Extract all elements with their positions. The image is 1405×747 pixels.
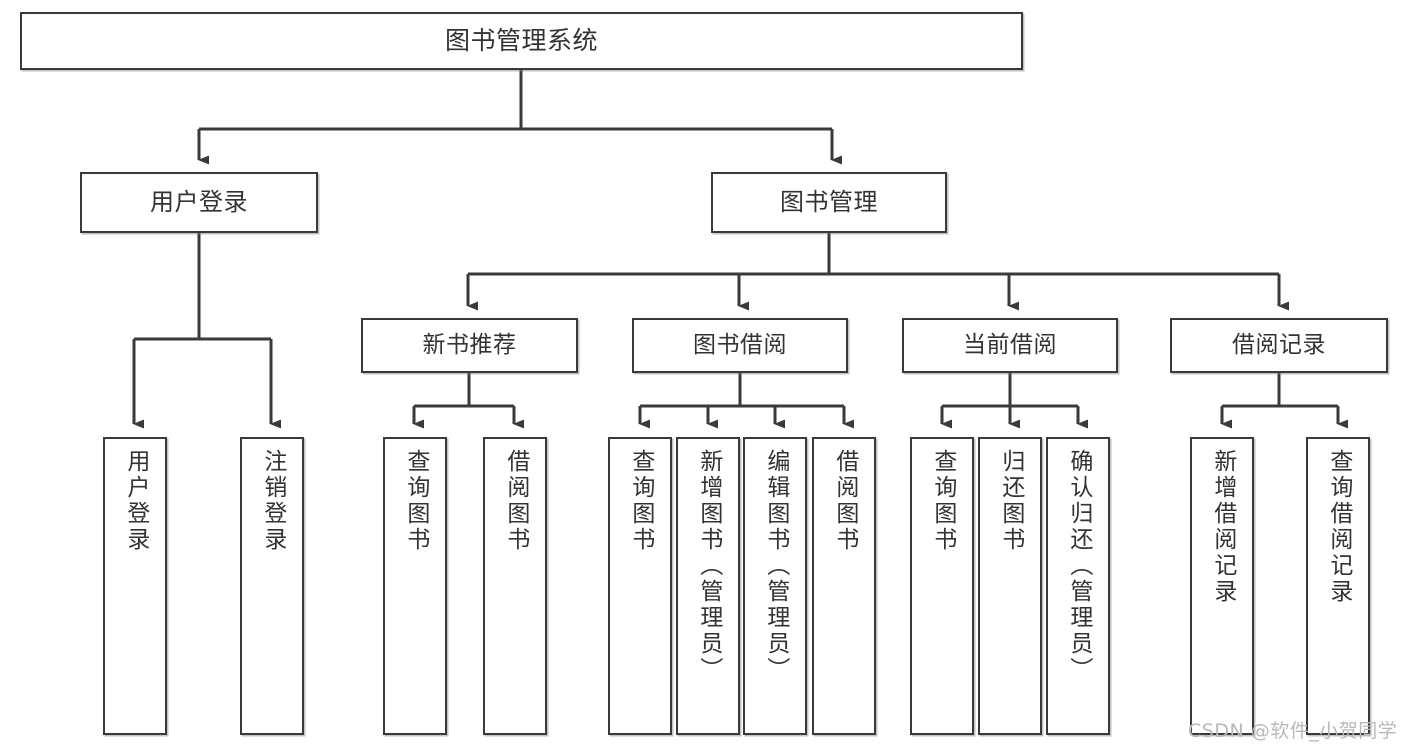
node-book-management[interactable]: 图书管理 (711, 172, 947, 233)
leaf-borrow-edit-book-admin[interactable]: 编辑图书（管理员） (743, 437, 807, 735)
node-root-system[interactable]: 图书管理系统 (20, 12, 1023, 70)
node-label: 编辑图书（管理员） (762, 449, 789, 683)
node-label: 图书管理系统 (444, 25, 598, 55)
node-label: 新增图书（管理员） (695, 449, 722, 683)
node-book-borrow[interactable]: 图书借阅 (632, 318, 848, 373)
leaf-borrow-add-book-admin[interactable]: 新增图书（管理员） (676, 437, 740, 735)
leaf-current-return-book[interactable]: 归还图书 (978, 437, 1042, 735)
node-label: 查询图书 (929, 449, 956, 553)
node-label: 查询图书 (627, 449, 654, 553)
leaf-borrow-borrow-book[interactable]: 借阅图书 (812, 437, 876, 735)
node-label: 当前借阅 (963, 332, 1057, 359)
node-current-borrow[interactable]: 当前借阅 (902, 318, 1118, 373)
node-label: 查询图书 (402, 449, 429, 553)
leaf-record-query-record[interactable]: 查询借阅记录 (1306, 437, 1370, 735)
node-new-book-recommend[interactable]: 新书推荐 (361, 318, 578, 373)
node-label: 用户登录 (150, 187, 248, 216)
node-label: 借阅图书 (831, 449, 858, 553)
node-label: 借阅记录 (1232, 332, 1326, 359)
node-label: 注销登录 (259, 449, 286, 553)
node-label: 图书借阅 (693, 332, 787, 359)
node-label: 借阅图书 (502, 449, 529, 553)
leaf-record-add-record[interactable]: 新增借阅记录 (1190, 437, 1254, 735)
leaf-recommend-query-book[interactable]: 查询图书 (383, 437, 447, 735)
leaf-current-query-book[interactable]: 查询图书 (910, 437, 974, 735)
leaf-user-login-login[interactable]: 用户登录 (103, 437, 167, 735)
node-label: 新增借阅记录 (1209, 449, 1236, 605)
csdn-watermark: CSDN @软件_小贺同学 (1188, 720, 1398, 742)
node-label: 图书管理 (780, 187, 878, 216)
node-borrow-record[interactable]: 借阅记录 (1170, 318, 1388, 373)
leaf-borrow-query-book[interactable]: 查询图书 (608, 437, 672, 735)
node-user-login[interactable]: 用户登录 (80, 172, 318, 233)
node-label: 确认归还（管理员） (1065, 449, 1092, 683)
node-label: 用户登录 (122, 449, 149, 553)
leaf-current-confirm-return-admin[interactable]: 确认归还（管理员） (1046, 437, 1110, 735)
leaf-recommend-borrow-book[interactable]: 借阅图书 (483, 437, 547, 735)
node-label: 归还图书 (997, 449, 1024, 553)
leaf-user-login-logout[interactable]: 注销登录 (240, 437, 304, 735)
node-label: 新书推荐 (422, 332, 517, 359)
node-label: 查询借阅记录 (1325, 449, 1352, 605)
